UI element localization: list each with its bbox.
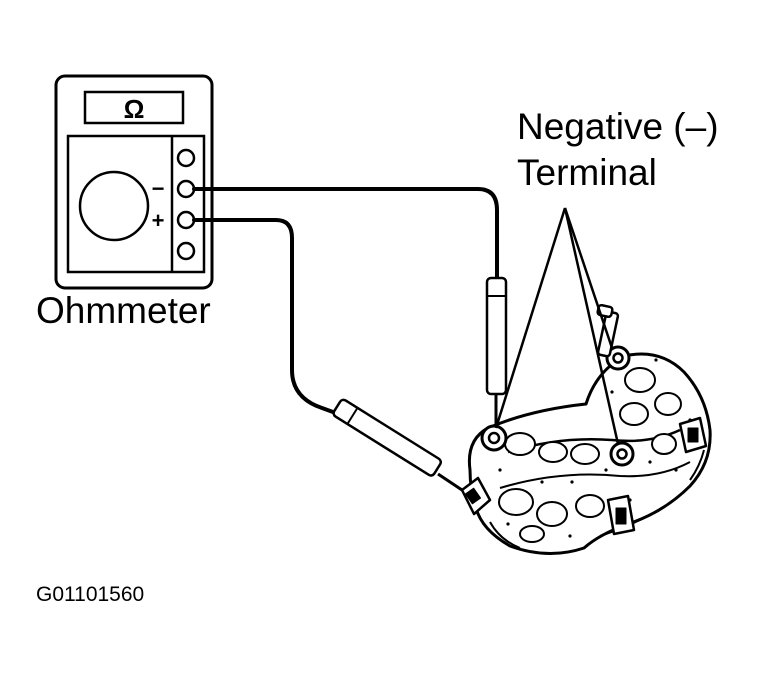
jack-negative <box>176 179 196 199</box>
jack-4 <box>176 241 196 261</box>
positive-probe <box>332 398 443 477</box>
positive-probe-handle <box>332 398 443 477</box>
selector-dial <box>78 170 150 242</box>
negative-terminal-pointers <box>494 207 620 445</box>
negative-lead-wire <box>192 187 499 284</box>
plus-sign: + <box>152 208 165 233</box>
ohm-symbol: Ω <box>124 94 145 124</box>
minus-sign: − <box>152 176 165 201</box>
negative-terminal-a <box>480 424 508 452</box>
ohmmeter-icon: Ω − + <box>54 74 214 290</box>
negative-terminal-c <box>609 441 635 467</box>
ohmmeter-label: Ohmmeter <box>36 290 211 331</box>
negative-terminal-b <box>605 345 631 371</box>
ohmmeter-display <box>83 90 185 125</box>
rectifier-assembly-icon <box>460 303 712 556</box>
figure-code: G01101560 <box>36 583 145 606</box>
terminal-tab-bottom <box>606 494 636 536</box>
negative-terminal-label-line1: Negative (–) <box>517 106 719 147</box>
negative-terminal-label-line2: Terminal <box>517 152 657 193</box>
jack-1 <box>176 148 196 168</box>
test-leads <box>192 187 499 418</box>
positive-lead-wire <box>192 218 346 418</box>
jack-positive <box>176 210 196 230</box>
terminal-tab-left <box>460 476 492 516</box>
terminal-tab-right <box>678 416 708 454</box>
